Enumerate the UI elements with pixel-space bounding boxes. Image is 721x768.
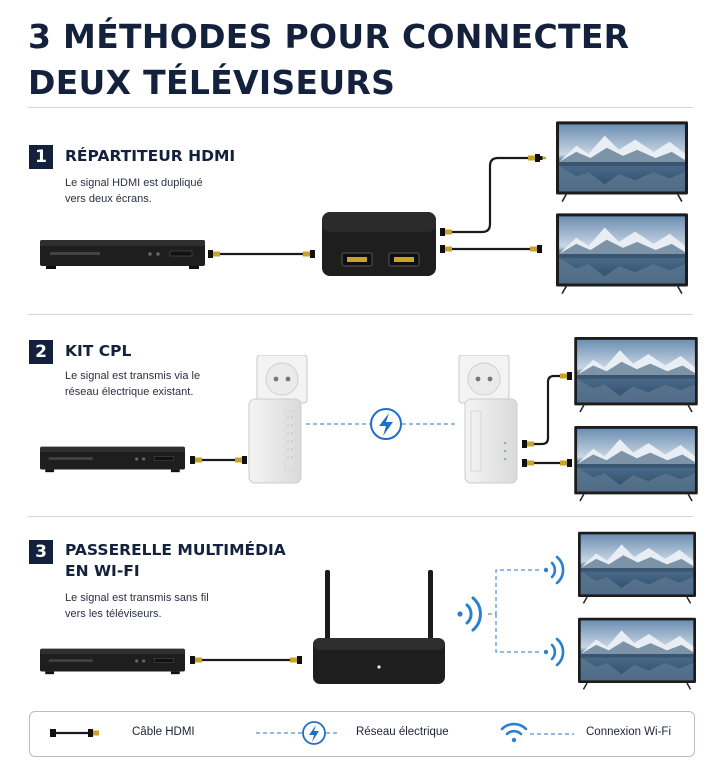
legend-hdmi-label: Câble HDMI [132,726,195,738]
tv [578,618,696,690]
tv [556,213,688,293]
tv [574,337,698,412]
hdmi-cable [440,154,546,236]
wifi-gateway [313,570,445,684]
hdmi-cable [440,245,542,253]
wifi-signal-icon [544,639,563,665]
legend-power-label: Réseau électrique [356,726,449,738]
media-player [40,649,185,674]
hdmi-splitter [322,212,436,276]
wifi-link [488,570,540,652]
hdmi-cable [208,250,315,258]
legend-wifi-label: Connexion Wi-Fi [586,726,671,738]
wifi-signal-icon [544,557,563,583]
tv [574,426,698,501]
media-player [40,447,185,472]
tv [556,121,688,201]
tv [578,532,696,604]
powerline-adapter [249,355,307,483]
hdmi-cable [522,459,572,467]
hdmi-cable [190,456,247,464]
media-player [40,240,205,269]
wifi-signal-icon [457,598,480,630]
hdmi-cable [190,656,302,664]
powerline-adapter [459,355,517,483]
lightning-icon [371,409,401,439]
hdmi-cable [522,372,572,448]
